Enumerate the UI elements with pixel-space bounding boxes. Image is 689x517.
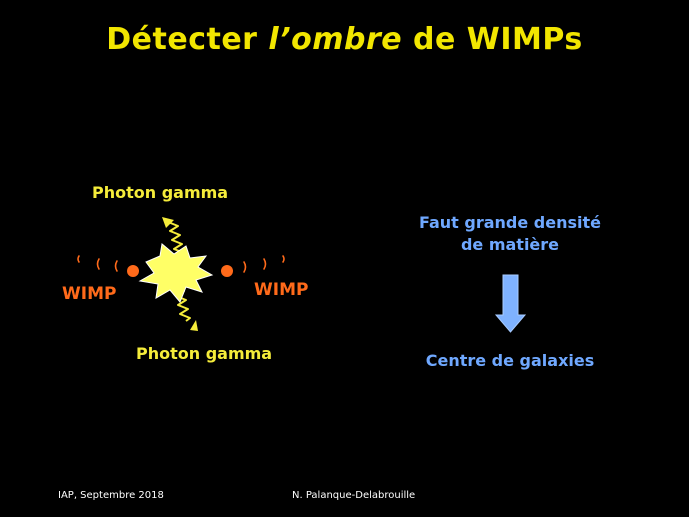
galaxy-centre-label: Centre de galaxies (425, 351, 595, 370)
photon-up-arrowhead (162, 217, 174, 228)
wimp-right-label: WIMP (254, 280, 309, 300)
wimp-left-dot (127, 265, 139, 277)
wimp-right-dot (221, 265, 233, 277)
left-motion-marks (77, 255, 118, 272)
annihilation-burst (138, 243, 214, 303)
photon-bottom-label: Photon gamma (136, 344, 273, 363)
photon-down-arrowhead (190, 320, 198, 331)
down-arrow (494, 274, 527, 333)
photon-top-label: Photon gamma (92, 183, 229, 202)
title-prefix: Détecter (106, 22, 269, 57)
wimp-left-label: WIMP (62, 284, 117, 304)
title-suffix: de WIMPs (402, 22, 583, 57)
right-motion-marks (243, 255, 285, 273)
density-line-1: Faut grande densité (418, 213, 601, 232)
footer-left: IAP, Septembre 2018 (58, 490, 164, 501)
density-line-2: de matière (460, 235, 560, 254)
slide-title: Détecter l’ombre de WIMPs (0, 22, 689, 57)
title-italic: l’ombre (268, 22, 403, 57)
footer-center: N. Palanque-Delabrouille (292, 490, 416, 501)
